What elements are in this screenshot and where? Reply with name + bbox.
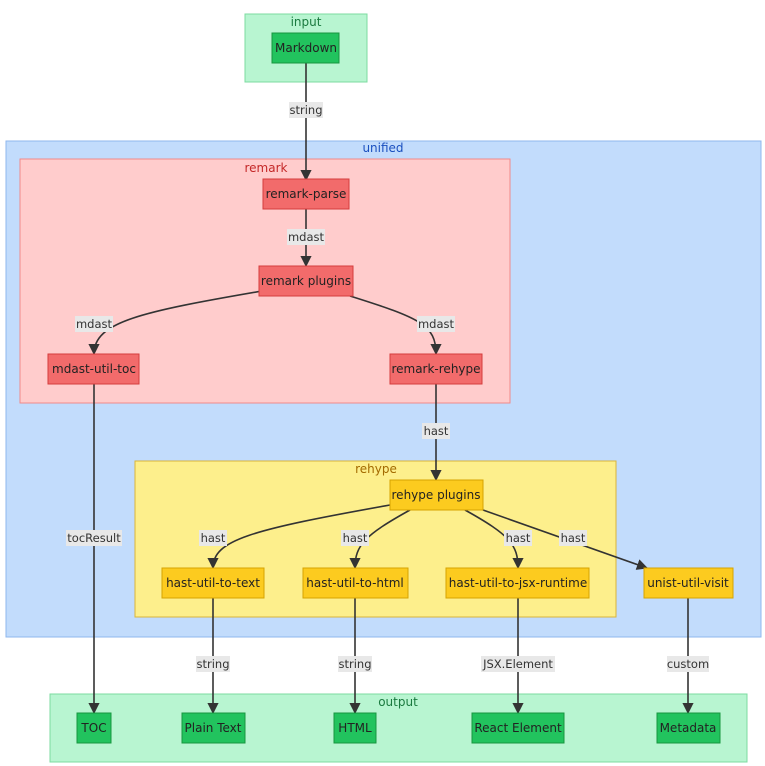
node-plain-text[interactable]: Plain Text: [181, 712, 246, 744]
svg-text:string: string: [289, 103, 322, 117]
node-hast-util-to-jsx-runtime-label: hast-util-to-jsx-runtime: [449, 576, 587, 590]
cluster-output: output: [49, 693, 748, 763]
edge-label-hast: hast: [199, 530, 227, 546]
node-markdown[interactable]: Markdown: [271, 32, 340, 64]
cluster-input-title: input: [291, 15, 322, 29]
node-metadata[interactable]: Metadata: [656, 712, 721, 744]
edge-label-mdast: mdast: [75, 316, 113, 332]
edge-label-custom: custom: [667, 656, 709, 672]
edge-remark-plugins-to-mdast-util-toc: [88, 290, 263, 356]
edge-label-hast: hast: [559, 530, 587, 546]
node-rehype-plugins[interactable]: rehype plugins: [389, 479, 484, 511]
edge-rehype-plugins-to-hast-util-to-text: [207, 504, 391, 570]
node-hast-util-to-text-label: hast-util-to-text: [166, 576, 260, 590]
svg-text:hast: hast: [343, 531, 368, 545]
node-unist-util-visit-label: unist-util-visit: [647, 576, 729, 590]
svg-text:string: string: [196, 657, 229, 671]
node-metadata-label: Metadata: [660, 721, 717, 735]
node-markdown-label: Markdown: [275, 41, 337, 55]
node-toc-label: TOC: [80, 721, 106, 735]
node-react-element[interactable]: React Element: [471, 712, 565, 744]
node-html[interactable]: HTML: [333, 712, 377, 744]
cluster-remark-title: remark: [245, 161, 288, 175]
node-remark-plugins[interactable]: remark plugins: [258, 265, 354, 297]
node-hast-util-to-text[interactable]: hast-util-to-text: [161, 567, 265, 599]
edge-label-tocresult: tocResult: [66, 530, 122, 546]
svg-text:hast: hast: [201, 531, 226, 545]
svg-text:hast: hast: [424, 424, 449, 438]
edge-label-hast: hast: [341, 530, 369, 546]
node-hast-util-to-html-label: hast-util-to-html: [306, 576, 404, 590]
node-toc[interactable]: TOC: [76, 712, 112, 744]
edge-label-string: string: [338, 656, 372, 672]
svg-text:string: string: [338, 657, 371, 671]
svg-text:tocResult: tocResult: [67, 531, 121, 545]
edge-label-string: string: [289, 102, 323, 118]
edge-label-string: string: [196, 656, 230, 672]
node-mdast-util-toc[interactable]: mdast-util-toc: [47, 353, 140, 385]
svg-text:mdast: mdast: [418, 317, 455, 331]
node-remark-parse[interactable]: remark-parse: [262, 178, 350, 210]
node-remark-rehype-label: remark-rehype: [391, 362, 480, 376]
svg-text:JSX.Element: JSX.Element: [482, 657, 553, 671]
svg-text:mdast: mdast: [288, 230, 325, 244]
edge-label-hast: hast: [504, 530, 532, 546]
node-hast-util-to-html[interactable]: hast-util-to-html: [302, 567, 409, 599]
edge-label-hast: hast: [422, 423, 450, 439]
node-mdast-util-toc-label: mdast-util-toc: [52, 362, 136, 376]
node-remark-parse-label: remark-parse: [266, 187, 347, 201]
node-rehype-plugins-label: rehype plugins: [392, 488, 481, 502]
cluster-unified-title: unified: [362, 141, 403, 155]
node-html-label: HTML: [338, 721, 372, 735]
edge-label-jsx-element: JSX.Element: [481, 656, 555, 672]
svg-text:mdast: mdast: [76, 317, 113, 331]
node-plain-text-label: Plain Text: [185, 721, 242, 735]
node-remark-plugins-label: remark plugins: [261, 274, 351, 288]
svg-text:hast: hast: [506, 531, 531, 545]
svg-text:hast: hast: [561, 531, 586, 545]
svg-text:custom: custom: [667, 657, 709, 671]
edge-label-mdast: mdast: [287, 229, 325, 245]
cluster-output-title: output: [378, 695, 418, 709]
node-remark-rehype[interactable]: remark-rehype: [389, 353, 483, 385]
node-react-element-label: React Element: [474, 721, 562, 735]
cluster-rehype-title: rehype: [355, 462, 397, 476]
node-unist-util-visit[interactable]: unist-util-visit: [643, 567, 734, 599]
edge-label-mdast: mdast: [417, 316, 455, 332]
node-hast-util-to-jsx-runtime[interactable]: hast-util-to-jsx-runtime: [445, 567, 590, 599]
